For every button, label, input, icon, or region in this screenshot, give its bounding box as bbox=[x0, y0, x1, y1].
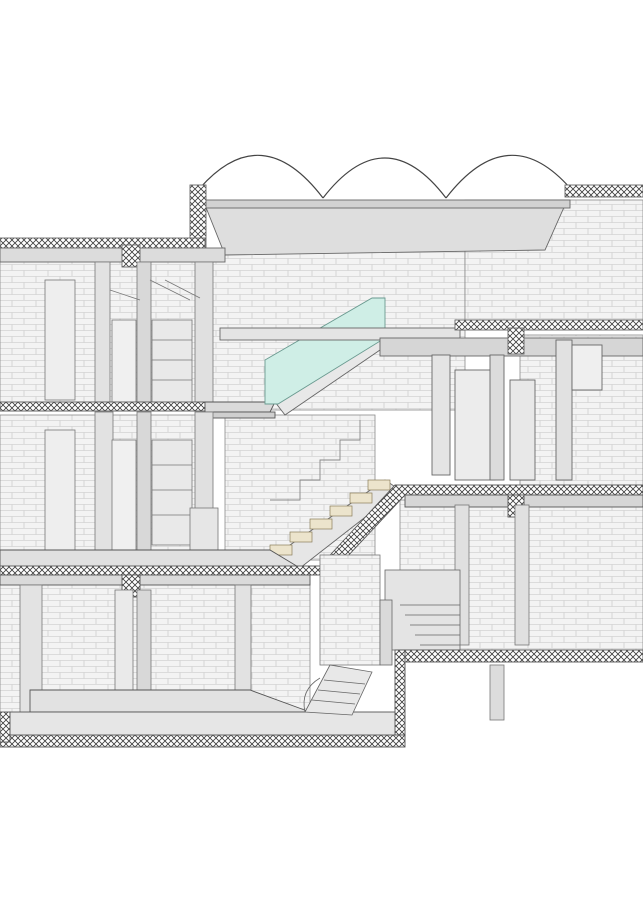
first-beam-left bbox=[0, 574, 311, 586]
roof-cut-left bbox=[0, 237, 206, 249]
vault-1 bbox=[199, 154, 324, 199]
basement-stair-wall bbox=[379, 599, 393, 666]
right-column-lower-2 bbox=[514, 504, 530, 646]
skylight-cross-beams bbox=[109, 279, 201, 301]
vault-3 bbox=[445, 154, 571, 199]
door-unit-mid-lines bbox=[152, 464, 192, 516]
spiral-stair bbox=[303, 664, 373, 716]
cabinet-mid bbox=[189, 507, 219, 551]
roof-cut-right bbox=[564, 184, 643, 198]
column-mid-left bbox=[94, 411, 114, 558]
door-unit-upper bbox=[151, 319, 193, 406]
window-frame-left bbox=[44, 279, 76, 401]
tread-5 bbox=[349, 492, 373, 504]
right-upper-volume bbox=[379, 319, 643, 481]
right-door-unit bbox=[509, 379, 536, 481]
slab-cut-basement-left bbox=[0, 711, 11, 743]
basement-floor-front bbox=[9, 711, 396, 736]
spiral-stair-steps bbox=[311, 679, 366, 705]
first-floor-room bbox=[44, 411, 219, 558]
door-unit-mid bbox=[151, 439, 193, 546]
basement-stair bbox=[379, 569, 461, 666]
right-column-2 bbox=[555, 339, 573, 481]
stair-core-lower bbox=[319, 554, 381, 666]
window-frame-mid-left bbox=[44, 429, 76, 551]
first-floor-surface bbox=[0, 549, 302, 569]
ground-level bbox=[19, 504, 530, 721]
column-upper-left bbox=[94, 261, 111, 408]
slab-upper-landing-front bbox=[204, 411, 276, 419]
slab-cut-first-right bbox=[394, 484, 643, 496]
roof-vaults bbox=[199, 154, 571, 199]
main-stair bbox=[266, 420, 401, 569]
ground-slab bbox=[0, 649, 643, 748]
window-frame-upper-mid bbox=[111, 319, 137, 406]
right-upper-hatch-block bbox=[507, 327, 525, 355]
basement-stair-block bbox=[384, 569, 461, 651]
spiral-stair-curve bbox=[303, 677, 321, 713]
right-window-far bbox=[571, 344, 603, 391]
right-column bbox=[489, 354, 505, 481]
vault-2 bbox=[322, 157, 447, 199]
tread-2 bbox=[289, 531, 313, 543]
door-unit-upper-lines bbox=[152, 339, 192, 381]
upper-landing bbox=[204, 401, 276, 413]
roof-beam-left bbox=[0, 247, 226, 263]
column-mid bbox=[136, 411, 152, 558]
slab-cut-upper-left bbox=[0, 401, 206, 412]
roof-structure bbox=[0, 184, 643, 268]
stair-treads bbox=[269, 479, 391, 556]
right-pier bbox=[431, 354, 451, 476]
slab-cut-basement bbox=[0, 734, 406, 748]
slab-cut-ground-right bbox=[399, 649, 643, 663]
column-upper-right bbox=[194, 261, 214, 408]
slab-cut-first-left bbox=[0, 565, 321, 576]
column-upper-mid bbox=[136, 261, 152, 408]
roof-soffit bbox=[204, 204, 566, 256]
tread-3 bbox=[309, 518, 333, 530]
roof-edge-beam bbox=[204, 199, 571, 209]
window-frame-mid bbox=[111, 439, 137, 551]
pier-ground bbox=[114, 589, 134, 701]
spiral-stair-flight bbox=[304, 664, 373, 716]
tread-4 bbox=[329, 505, 353, 517]
basement-stair-steps bbox=[400, 604, 460, 646]
right-window-frame bbox=[454, 369, 496, 481]
right-basement-column bbox=[489, 664, 505, 721]
upper-stair bbox=[219, 297, 461, 416]
tread-6 bbox=[367, 479, 391, 491]
second-floor-slab bbox=[0, 401, 276, 419]
column-ground-right bbox=[234, 584, 252, 691]
slab-cut-right-upper bbox=[454, 319, 643, 331]
mid-landing-beam bbox=[219, 327, 461, 341]
roof-beam-hatch-block bbox=[121, 244, 141, 268]
slab-cut-ground-step bbox=[394, 649, 406, 736]
stepped-wall-profile bbox=[270, 420, 361, 501]
